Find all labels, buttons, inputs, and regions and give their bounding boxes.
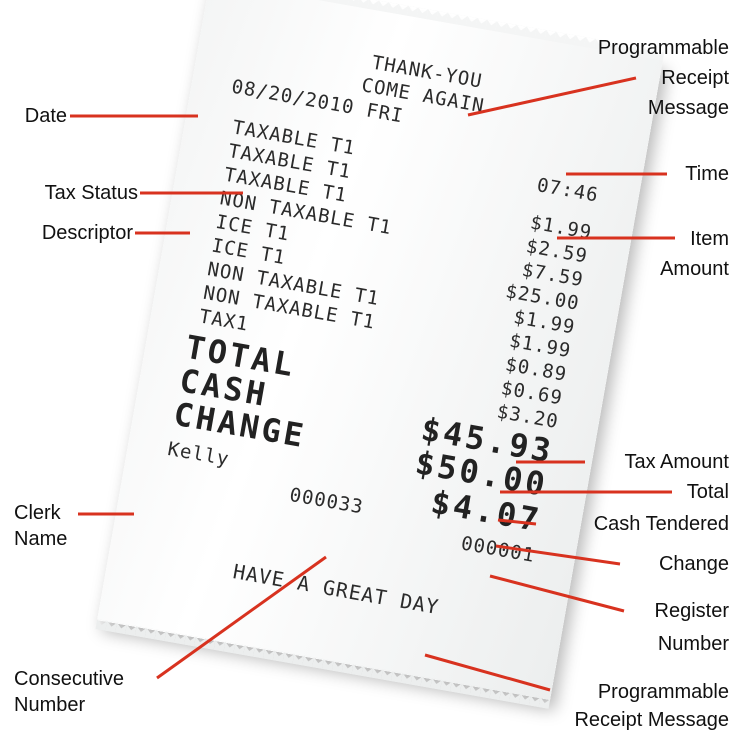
callout-prog-msg-top-line2: Receipt	[661, 67, 729, 89]
leader-change	[495, 544, 621, 566]
callout-prog-msg-bottom-line1: Programmable	[597, 681, 729, 703]
callout-item-amount-line1: Item	[690, 228, 729, 250]
callout-prog-msg-bottom-line2: Receipt Message	[574, 709, 729, 731]
callout-change: Change	[658, 553, 729, 575]
callout-clerk-name-line1: Clerk	[14, 502, 61, 524]
callout-tax-status: Tax Status	[44, 182, 138, 204]
callout-time: Time	[685, 163, 729, 185]
callout-descriptor: Descriptor	[41, 222, 133, 244]
callout-register-line2: Number	[657, 633, 729, 655]
callout-consecutive-line2: Number	[14, 694, 86, 716]
callout-clerk-name-line2: Name	[14, 528, 68, 550]
leader-cash-tendered	[497, 518, 537, 526]
callout-consecutive-line1: Consecutive	[14, 668, 125, 690]
leader-prog-msg-top	[467, 76, 637, 117]
leader-prog-msg-bottom	[424, 653, 551, 692]
callout-register-line1: Register	[654, 600, 729, 622]
leader-register-number	[489, 574, 625, 613]
leader-consecutive-number	[156, 555, 327, 680]
callout-date: Date	[24, 105, 67, 127]
callout-prog-msg-top-line3: Message	[647, 97, 729, 119]
callout-prog-msg-top-line1: Programmable	[597, 37, 729, 59]
callout-cash-tendered: Cash Tendered	[593, 513, 729, 535]
callout-total: Total	[686, 481, 729, 503]
callout-tax-amount: Tax Amount	[624, 451, 729, 473]
callout-item-amount-line2: Amount	[660, 258, 729, 280]
